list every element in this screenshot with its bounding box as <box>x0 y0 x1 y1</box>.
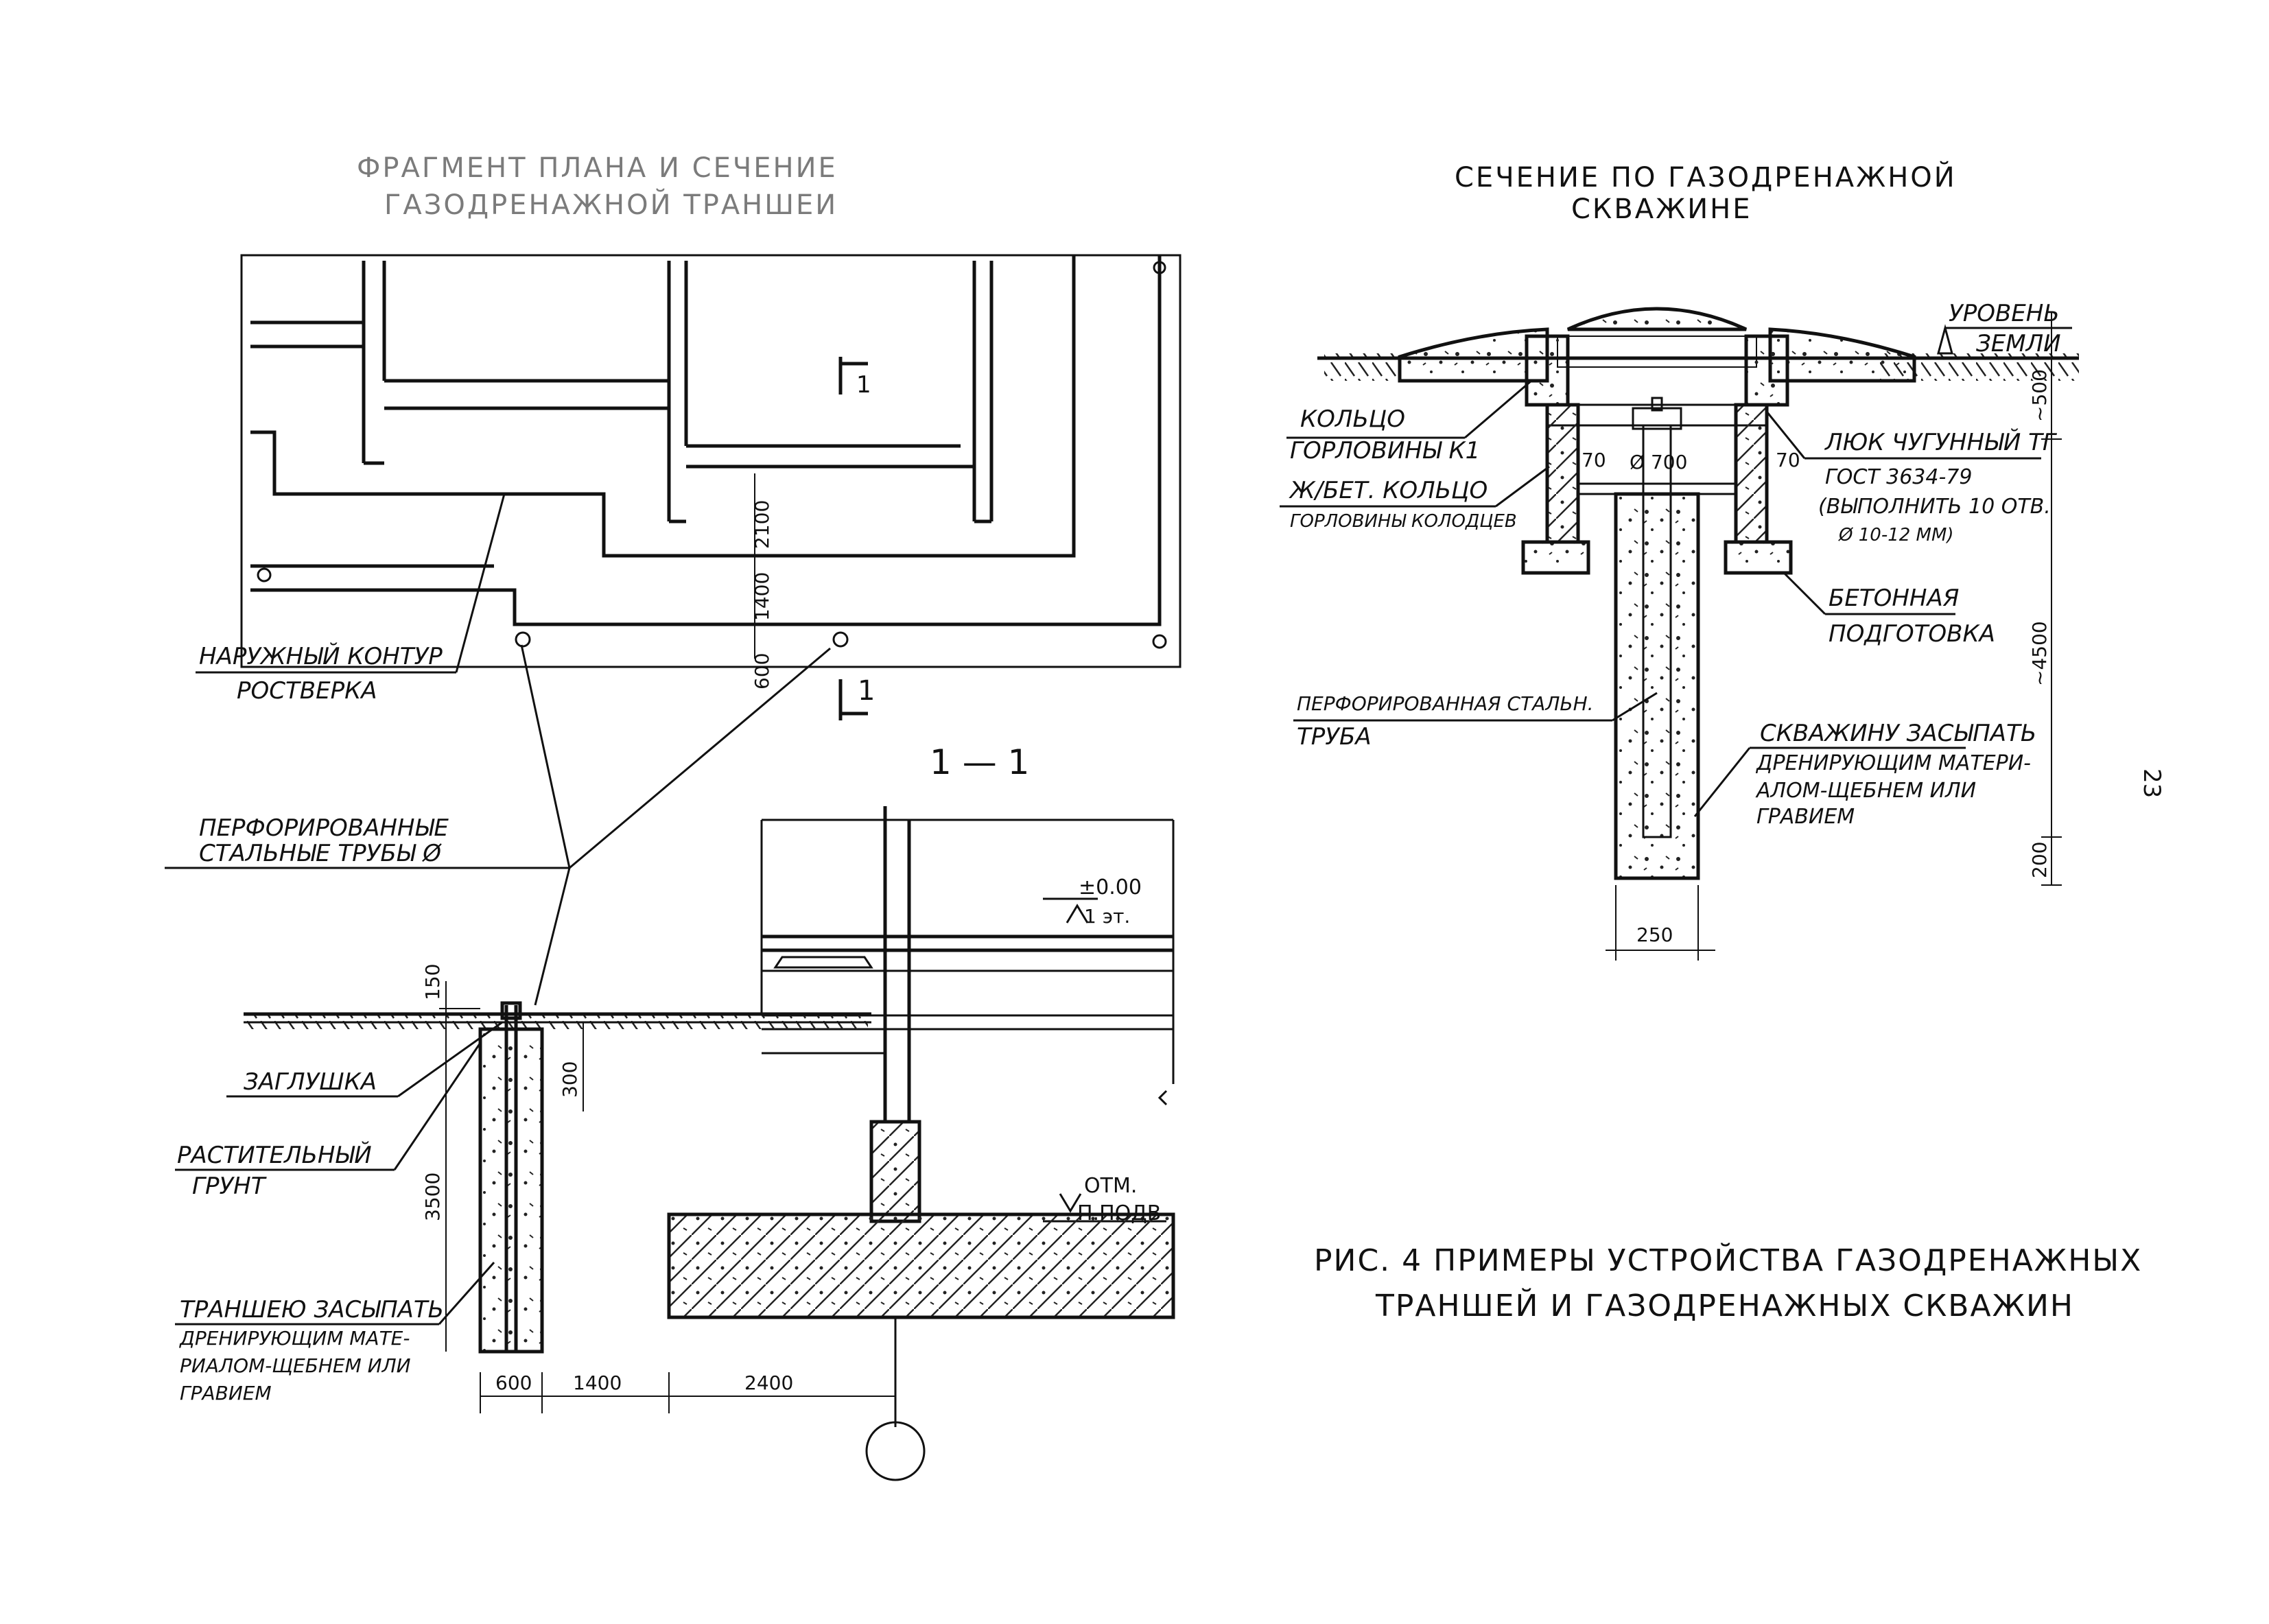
plan-outer-contour-label-1: НАРУЖНЫЙ КОНТУР <box>199 642 443 670</box>
well-dim-70-left: 70 <box>1582 449 1606 471</box>
well-concrete-label-1: БЕТОННАЯ <box>1829 585 1959 612</box>
well-hatch-label-2: ГОСТ 3634-79 <box>1825 465 1972 489</box>
section-fill-label-4: ГРАВИЕМ <box>180 1382 272 1404</box>
plan-geometry <box>240 254 1181 720</box>
section-dim-300: 300 <box>559 1061 581 1098</box>
plan-dim-2100: 2100 <box>751 500 773 549</box>
section-fill-label-2: ДРЕНИРУЮЩИМ МАТЕ- <box>178 1327 410 1350</box>
section-soil-label-2: ГРУНТ <box>192 1173 267 1200</box>
well-dim-70-right: 70 <box>1776 449 1800 471</box>
section-dim-150: 150 <box>421 964 444 1000</box>
well-ground-label-2: ЗЕМЛИ <box>1976 330 2061 357</box>
trench-section: 1 — 1 <box>175 742 1175 1481</box>
section-plug-label: ЗАГЛУШКА <box>244 1068 377 1096</box>
section-title: 1 — 1 <box>930 742 1029 782</box>
section-dim-600: 600 <box>495 1372 532 1394</box>
well-fill-label-2: ДРЕНИРУЮЩИМ МАТЕРИ- <box>1755 751 2031 775</box>
section-dim-1400: 1400 <box>573 1372 622 1394</box>
well-dim-200: 200 <box>2028 842 2051 878</box>
well-dim-500: ~500 <box>2028 369 2051 422</box>
well-title-line1: СЕЧЕНИЕ ПО ГАЗОДРЕНАЖНОЙ <box>1455 161 1957 193</box>
well-dim-diameter: Ø 700 <box>1630 451 1687 473</box>
plan-title-line2: ГАЗОДРЕНАЖНОЙ ТРАНШЕИ <box>384 188 838 221</box>
plan-title-line1: ФРАГМЕНТ ПЛАНА И СЕЧЕНИЕ <box>357 152 838 184</box>
well-ring-label-2: ГОРЛОВИНЫ К1 <box>1290 437 1480 464</box>
section-fill-label-1: ТРАНШЕЮ ЗАСЫПАТЬ <box>180 1296 444 1323</box>
well-pipe-label-1: ПЕРФОРИРОВАННАЯ СТАЛЬН. <box>1297 692 1594 715</box>
section-soil-label-1: РАСТИТЕЛЬНЫЙ <box>177 1141 372 1169</box>
plan-dim-600: 600 <box>751 653 773 690</box>
page-number: 23 <box>2138 768 2165 798</box>
well-ring-label-1: КОЛЬЦО <box>1300 405 1405 433</box>
section-dim-2400: 2400 <box>744 1372 793 1394</box>
well-pipe-label-2: ТРУБА <box>1297 723 1372 751</box>
well-concrete-label-2: ПОДГОТОВКА <box>1829 620 1995 648</box>
section-mark-label-1: ОТМ. <box>1084 1174 1137 1198</box>
plan-outer-contour-label-2: РОСТВЕРКА <box>237 677 377 705</box>
section-geometry <box>244 806 1175 1481</box>
plan-pipes-label-2: СТАЛЬНЫЕ ТРУБЫ Ø <box>199 840 442 867</box>
well-hatch-label-4: Ø 10-12 ММ) <box>1838 525 1954 545</box>
well-hatch-label-3: (ВЫПОЛНИТЬ 10 ОТВ. <box>1818 495 2051 519</box>
section-level-zero: ±0.00 <box>1079 875 1142 899</box>
section-floor: 1 эт. <box>1084 905 1130 928</box>
well-rc-ring-label-2: ГОРЛОВИНЫ КОЛОДЦЕВ <box>1290 511 1517 532</box>
plan-section-mark-top: 1 <box>856 371 871 399</box>
well-hatch-label-1: ЛЮК ЧУГУННЫЙ ТГ <box>1824 428 2058 456</box>
well-fill-label-3: АЛОМ-ЩЕБНЕМ ИЛИ <box>1755 779 1976 803</box>
well-geometry <box>1317 307 2079 961</box>
section-fill-label-3: РИАЛОМ-ЩЕБНЕМ ИЛИ <box>180 1354 411 1377</box>
figure-caption-line1: РИС. 4 ПРИМЕРЫ УСТРОЙСТВА ГАЗОДРЕНАЖНЫХ <box>1314 1242 2142 1278</box>
figure-caption-line2: ТРАНШЕЙ И ГАЗОДРЕНАЖНЫХ СКВАЖИН <box>1375 1287 2074 1323</box>
well-dim-250: 250 <box>1636 923 1673 946</box>
plan-pipes-label-1: ПЕРФОРИРОВАННЫЕ <box>199 814 449 842</box>
well-fill-label-1: СКВАЖИНУ ЗАСЫПАТЬ <box>1760 720 2036 747</box>
plan-section-mark-bottom: 1 <box>858 675 875 707</box>
plan-dim-1400: 1400 <box>751 572 773 621</box>
plan-fragment: ФРАГМЕНТ ПЛАНА И СЕЧЕНИЕ ГАЗОДРЕНАЖНОЙ Т… <box>165 152 1181 1006</box>
well-section: СЕЧЕНИЕ ПО ГАЗОДРЕНАЖНОЙ СКВАЖИНЕ <box>1280 161 2079 961</box>
well-title-line2: СКВАЖИНЕ <box>1571 193 1752 225</box>
well-fill-label-4: ГРАВИЕМ <box>1756 805 1855 829</box>
section-dim-3500: 3500 <box>421 1173 444 1221</box>
well-ground-label-1: УРОВЕНЬ <box>1949 300 2060 327</box>
well-dim-4500: ~4500 <box>2028 621 2051 686</box>
section-mark-label-2: П.ПОДВ <box>1077 1201 1161 1225</box>
well-rc-ring-label-1: Ж/БЕТ. КОЛЬЦО <box>1289 477 1488 504</box>
